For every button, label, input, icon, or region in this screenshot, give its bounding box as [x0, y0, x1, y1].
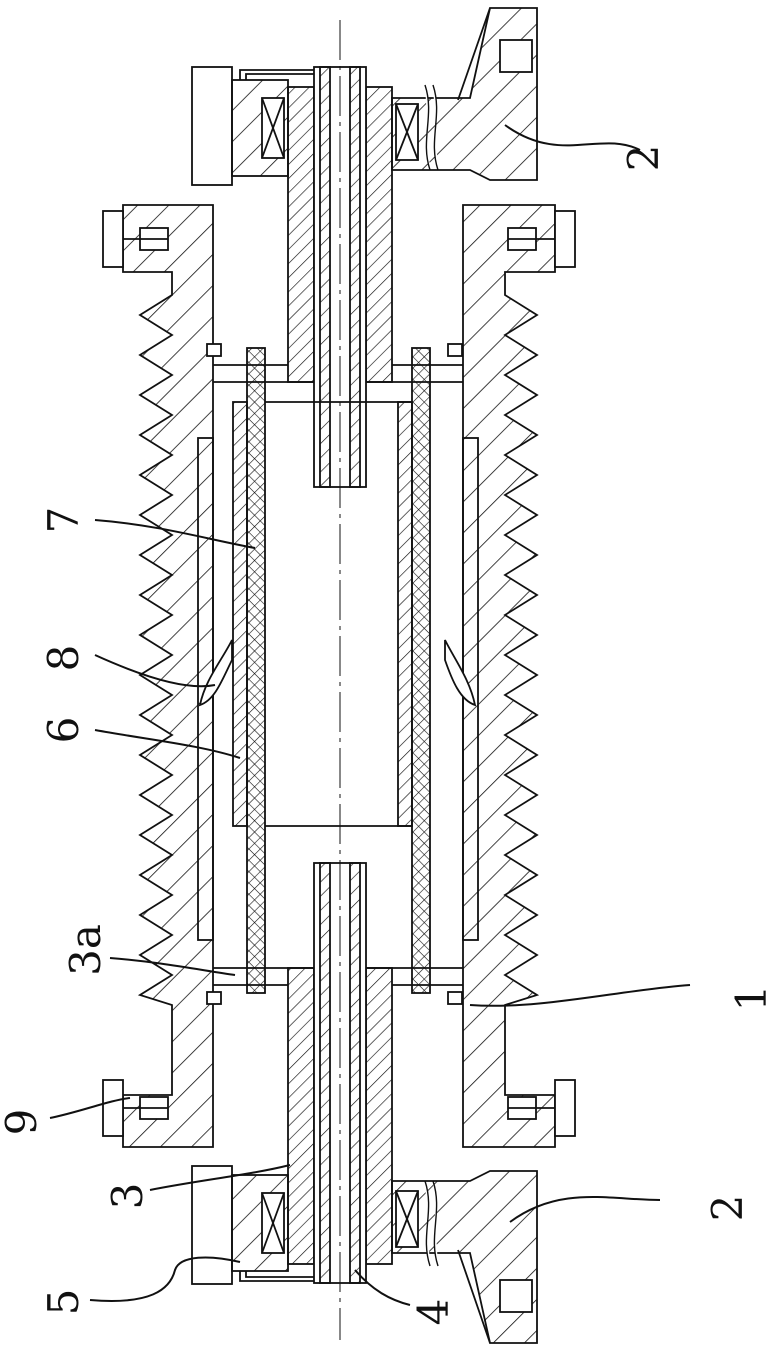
label-6-group: 6 — [39, 717, 88, 744]
label-3a-group: 3a — [61, 924, 110, 976]
label-4: 4 — [409, 1299, 458, 1326]
label-8-group: 8 — [39, 645, 88, 672]
sleeve-right — [398, 402, 412, 826]
label-2-top-group: 2 — [619, 145, 668, 172]
label-6: 6 — [39, 717, 88, 744]
label-7: 7 — [39, 507, 88, 534]
label-2-top: 2 — [619, 145, 668, 172]
mesh-tube-left — [247, 348, 265, 993]
label-8: 8 — [39, 645, 88, 672]
fitting-top-right — [448, 344, 462, 356]
fitting-top-left — [207, 344, 221, 356]
mesh-tube-right — [412, 348, 430, 993]
housing-left-wall — [123, 205, 213, 1147]
top-flange — [392, 8, 537, 180]
fitting-bottom-right — [448, 992, 462, 1004]
label-5: 5 — [39, 1289, 88, 1316]
fitting-bottom-left — [207, 992, 221, 1004]
label-3a: 3a — [61, 924, 110, 976]
label-2-bottom: 2 — [703, 1195, 752, 1222]
label-9-group: 9 — [0, 1109, 46, 1136]
label-7-group: 7 — [39, 507, 88, 534]
sleeve-left — [233, 402, 247, 826]
label-1: 1 — [727, 985, 773, 1012]
label-2-bottom-group: 2 — [703, 1195, 752, 1222]
label-4-group: 4 — [409, 1299, 458, 1326]
label-5-group: 5 — [39, 1289, 88, 1316]
label-1-group: 1 — [727, 985, 773, 1012]
label-9: 9 — [0, 1109, 46, 1136]
label-3-group: 3 — [103, 1183, 152, 1210]
label-3: 3 — [103, 1183, 152, 1210]
